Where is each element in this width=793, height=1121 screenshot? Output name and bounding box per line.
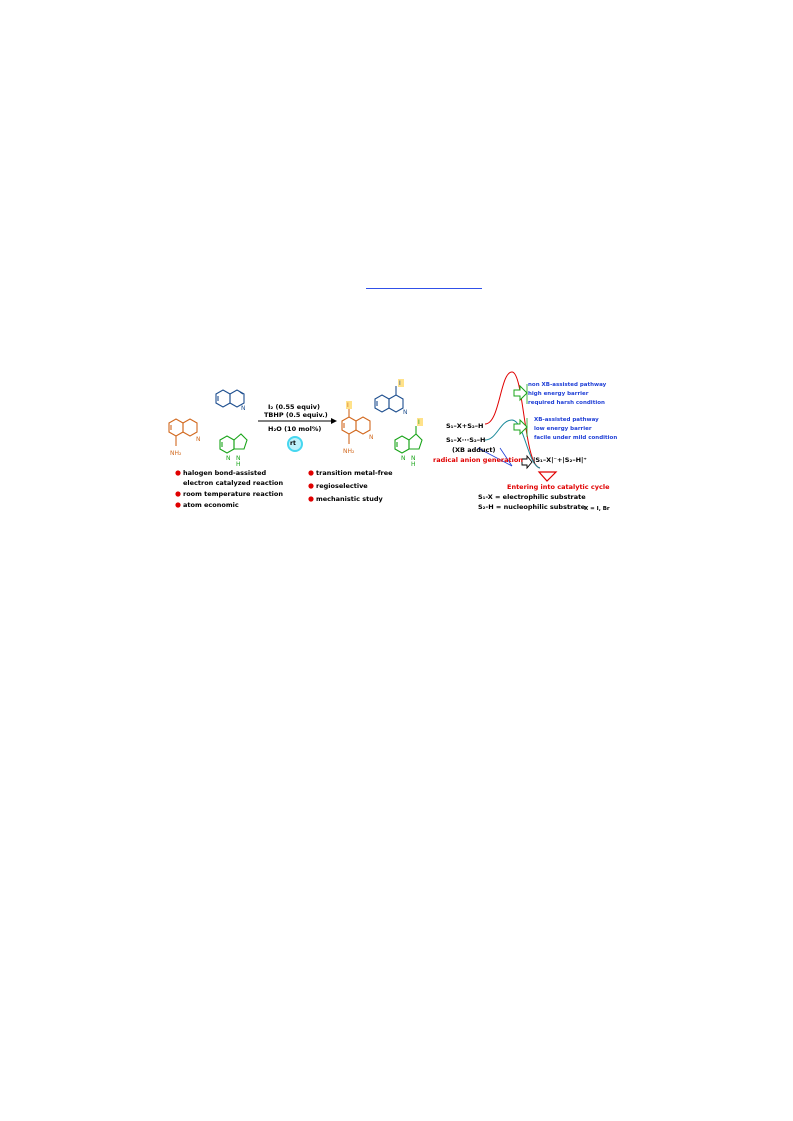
iodo-azaindole-product (394, 426, 423, 454)
link-underline[interactable] (366, 288, 482, 289)
green-arrow-bottom (513, 418, 528, 436)
baseline-line-2 (499, 447, 513, 467)
isoquinoline-reactant (215, 389, 245, 408)
product1-n-label: N (369, 434, 374, 441)
product1-nh2-label: NH₂ (343, 448, 355, 455)
rt-badge-ring (287, 436, 303, 452)
cycle-label: Entering into catalytic cycle (507, 483, 610, 491)
iodo-isoquinoline-product (374, 386, 404, 413)
definition-2: S₂-H = nucleophilic substrate (478, 503, 586, 511)
bullet-6 (308, 496, 314, 502)
azaindole-reactant (219, 433, 248, 454)
bullet-5 (308, 483, 314, 489)
feature-electron: electron catalyzed reaction (183, 479, 284, 487)
baseline-line (477, 447, 513, 467)
iodine-highlight-2 (398, 379, 404, 387)
red-energy-curve (484, 371, 541, 469)
cycle-triangle (537, 471, 558, 482)
feature-regioselective: regioselective (316, 482, 368, 490)
adduct-label: (XB adduct) (452, 446, 496, 454)
aminoquinoline-n-label: N (196, 436, 201, 443)
radical-arrow (521, 454, 533, 470)
azaindole-h-label: H (236, 461, 241, 468)
product2-n-label: N (403, 409, 408, 416)
iodo-aminoquinoline-product (341, 408, 371, 444)
feature-mechanistic: mechanistic study (316, 495, 383, 503)
product2-iodine-label: I (399, 380, 401, 387)
radical-species: |S₁–X|⁻+|S₂–H|⁺ (533, 456, 587, 464)
product3-nh-n-label: N (411, 455, 416, 462)
path-top-2: high energy barrier (528, 391, 589, 397)
condition-tbhp: TBHP (0.5 equiv.) (264, 411, 328, 419)
rt-badge-label: rt (290, 440, 296, 447)
iodine-highlight-3 (417, 418, 423, 426)
path-top-3: required harsh condition (528, 400, 605, 406)
isoquinoline-n-label: N (241, 405, 246, 412)
teal-energy-curve (484, 419, 541, 469)
product3-n-label: N (401, 455, 406, 462)
bullet-4 (308, 470, 314, 476)
product3-h-label: H (411, 461, 416, 468)
product1-iodine-label: I (347, 402, 349, 409)
definition-1: S₁-X = electrophilic substrate (478, 493, 586, 501)
start-species: S₁–X+S₂–H (446, 422, 484, 430)
adduct-species: S₁–X···S₂–H (446, 436, 486, 444)
feature-atom-economic: atom economic (183, 501, 239, 509)
feature-metal-free: transition metal-free (316, 469, 393, 477)
green-arrow-top (513, 384, 528, 402)
radical-label: radical anion generation (433, 456, 523, 464)
path-bottom-3: facile under mild condition (534, 435, 618, 441)
product3-iodine-label: I (418, 419, 420, 426)
path-top-1: non XB-assisted pathway (528, 382, 607, 388)
azaindole-nh-n-label: N (236, 455, 241, 462)
path-bottom-2: low energy barrier (534, 426, 592, 432)
reaction-arrow-head (331, 418, 337, 424)
condition-water: H₂O (10 mol%) (268, 425, 322, 433)
feature-room-temp: room temperature reaction (183, 490, 284, 498)
condition-iodine: I₂ (0.55 equiv) (268, 403, 320, 411)
halogen-definition: X = I, Br (584, 506, 610, 512)
path-bottom-1: XB-assisted pathway (534, 417, 599, 423)
azaindole-n-label: N (226, 455, 231, 462)
feature-halogen: halogen bond-assisted (183, 469, 267, 477)
bullet-3 (175, 502, 181, 508)
aminoquinoline-nh2-label: NH₂ (170, 450, 182, 457)
bullet-2 (175, 491, 181, 497)
aminoquinoline-reactant (168, 418, 198, 446)
iodine-highlight-1 (346, 401, 352, 409)
bullet-1 (175, 470, 181, 476)
